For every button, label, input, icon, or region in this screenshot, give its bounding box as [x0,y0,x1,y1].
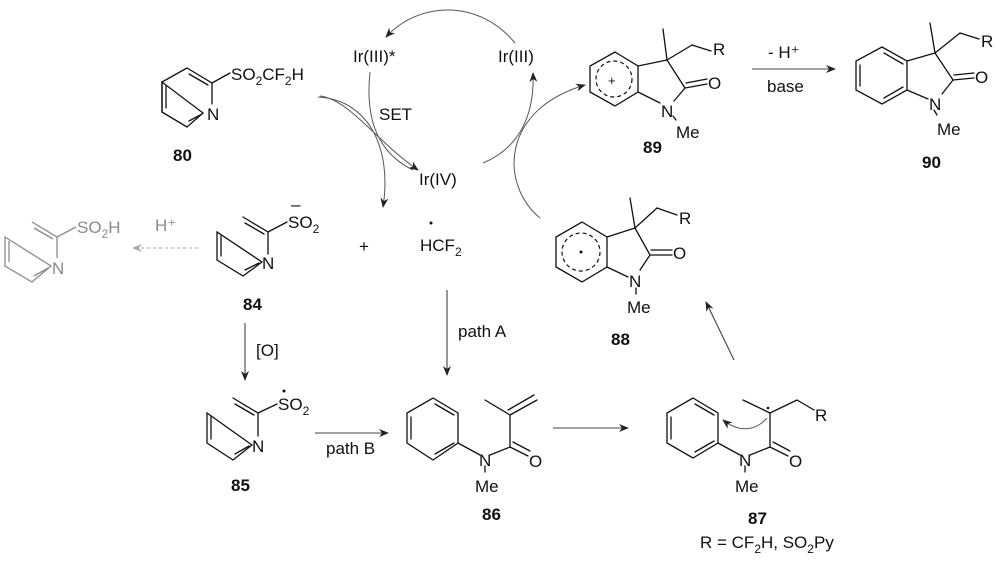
atom-n: N [262,254,274,273]
atom-n: N [929,95,941,114]
delocalized-ring [561,232,601,272]
plus-sign: + [359,237,369,256]
anion-charge: – [291,195,301,214]
n-methyl: Me [475,477,499,496]
n-methyl: Me [676,123,700,142]
compound-89: + N O R Me 89 [589,28,725,157]
r-group: R [815,406,827,425]
compound-number-89: 89 [643,138,662,157]
arrow-88-to-89 [513,83,586,219]
substituent-so2-radical: SO2 [278,395,310,418]
arrow-set-to-ir4 [319,95,419,171]
atom-n: N [479,451,491,470]
ir3-label: Ir(III) [498,47,534,66]
pyridine-ring [161,67,213,128]
atom-o: O [708,74,721,93]
hcf2-label: HCF2 [420,236,462,259]
r-group: R [981,32,993,51]
path-b-label: path B [326,439,375,458]
r-group: R [713,40,725,59]
set-label: SET [379,105,412,124]
atom-n: N [661,102,673,121]
atom-o: O [529,452,542,471]
substituent-so2cf2h: SO2CF2H [231,65,304,88]
atom-o: O [789,452,802,471]
atom-o: O [975,68,988,87]
n-methyl: Me [627,298,651,317]
compound-number-84: 84 [243,295,262,314]
arrow-87-to-88 [705,301,735,361]
compound-80: N SO2CF2H 80 [161,65,304,165]
arrow-ir4-to-ir3 [482,72,538,164]
atom-n: N [629,272,641,291]
compound-number-80: 80 [173,146,192,165]
compound-number-86: 86 [482,505,501,524]
compound-number-90: 90 [922,153,941,172]
proton-label: H⁺ [155,216,176,235]
compound-87: N O R Me 87 R = CF2H, SO2Py [666,397,834,556]
pyridine-sulfinic-acid: N SO2H H⁺ [4,216,198,283]
arrow-ir3-excited-to-ir4 [368,71,414,171]
radical-dot [579,250,583,254]
r-group-footnote: R = CF2H, SO2Py [700,533,834,556]
cyclization-curved-arrow [722,417,768,430]
compound-number-87: 87 [748,509,767,528]
n-methyl: Me [937,120,961,139]
path-a-label: path A [458,322,507,341]
compound-86: N O Me 86 [406,394,542,524]
substituent-so2-anion: SO2 [288,213,320,236]
compound-88: N O R Me 88 [555,197,691,349]
ir3-excited-label: Ir(III)* [353,47,396,66]
radical-dot [429,221,433,225]
substituent-so2h: SO2H [77,218,121,241]
ir4-label: Ir(IV) [419,170,457,189]
atom-n: N [739,451,751,470]
compound-84: N SO2 – 84 [216,195,320,314]
difluoromethyl-radical: HCF2 [420,221,462,259]
atom-n: N [252,437,264,456]
radical-dot [766,406,770,410]
n-methyl: Me [735,477,759,496]
compound-90: N O R Me 90 [855,22,993,172]
compound-85: N SO2 85 [206,389,310,495]
radical-dot [282,389,286,393]
atom-n: N [52,259,64,278]
compound-number-85: 85 [231,476,250,495]
atom-n: N [207,105,219,124]
delocalized-ring [595,60,633,98]
compound-number-88: 88 [611,330,630,349]
arrow-80-to-84 [317,96,389,208]
oxidant-label: [O] [256,341,279,360]
arrow-ir3-to-ir3-excited [385,9,516,44]
base-label: base [767,77,804,96]
r-group: R [679,209,691,228]
cation-charge: + [608,73,616,88]
atom-o: O [673,244,686,263]
deprotonation-label: - H⁺ [768,43,800,62]
photoredox-cycle: Ir(III)* Ir(III) Ir(IV) SET [317,9,586,219]
